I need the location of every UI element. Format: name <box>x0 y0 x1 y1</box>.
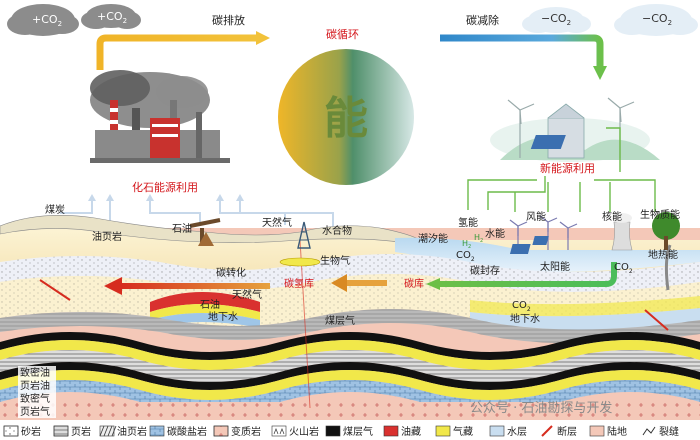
label-coal: 煤炭 <box>45 203 65 216</box>
label-hydrocarbon-storage: 碳氢库 <box>284 277 314 290</box>
legend-label: 裂缝 <box>659 425 679 438</box>
legend-label: 陆地 <box>607 425 627 438</box>
label-shale-oil: 页岩油 <box>20 379 50 392</box>
cloud-minus-co2-left: −CO2 <box>522 7 591 33</box>
legend-item-oil-reservoir: 油藏 <box>384 425 421 438</box>
label-biogas: 生物气 <box>320 254 350 267</box>
label-carbon-conversion: 碳转化 <box>216 266 246 279</box>
legend-label: 油藏 <box>401 425 421 438</box>
legend-item-fracture: 裂缝 <box>643 425 679 438</box>
legend-item-coalbed-methane: 煤层气 <box>326 425 373 438</box>
label-solar: 太阳能 <box>540 260 570 273</box>
label-groundwater-left: 地下水 <box>208 310 238 323</box>
water-layer-icon <box>490 426 504 436</box>
label-carbon-sequestration: 碳封存 <box>470 264 500 277</box>
legend-label: 气藏 <box>453 425 473 438</box>
svg-text:−CO2: −CO2 <box>642 12 672 27</box>
legend-item-sandstone: 砂岩 <box>4 425 41 438</box>
label-carbon-store: 碳库 <box>404 277 424 290</box>
legend-item-land: 陆地 <box>590 425 627 438</box>
legend: 砂岩 页岩 油页岩 碳酸盐岩 变质岩 火山岩 煤层气 油藏 气藏 水层 断层 陆地 裂缝 <box>4 425 679 438</box>
legend-item-water-layer: 水层 <box>490 426 527 438</box>
fossil-energy-utilization-label: 化石能源利用 <box>132 180 198 194</box>
fracture-icon <box>643 427 655 435</box>
label-wind: 风能 <box>526 210 546 223</box>
label-shale-gas: 页岩气 <box>20 405 50 418</box>
land-icon <box>590 426 604 436</box>
label-coalbed-methane: 煤层气 <box>325 314 355 327</box>
legend-item-gas-reservoir: 气藏 <box>436 425 473 438</box>
svg-text:−CO2: −CO2 <box>541 12 571 27</box>
legend-label: 碳酸盐岩 <box>167 425 207 438</box>
carbon-removal-label: 碳减除 <box>466 13 499 27</box>
label-natural-gas: 天然气 <box>262 216 292 229</box>
label-natgas-deep: 天然气 <box>232 288 262 301</box>
legend-label: 油页岩 <box>117 425 147 438</box>
coalbed-methane-icon <box>326 426 340 436</box>
legend-label: 变质岩 <box>231 425 261 438</box>
label-tidal: 潮汐能 <box>418 232 448 245</box>
cloud-plus-co2-left: +CO2 <box>7 4 79 36</box>
svg-text:+CO2: +CO2 <box>32 13 62 28</box>
biogas-lens <box>280 258 320 266</box>
volcanic-icon <box>272 426 286 436</box>
legend-item-oil-shale: 油页岩 <box>100 425 147 438</box>
renewable-energy-illustration <box>490 98 660 162</box>
label-biomass: 生物质能 <box>640 208 680 221</box>
gas-reservoir-icon <box>436 426 450 436</box>
label-tight-oil: 致密油 <box>20 366 50 379</box>
legend-label: 断层 <box>557 425 577 438</box>
oil-reservoir-icon <box>384 426 398 436</box>
oil-shale-icon <box>100 426 116 436</box>
shale-icon <box>54 426 68 436</box>
legend-label: 砂岩 <box>21 425 41 438</box>
power-plant-illustration <box>90 70 230 163</box>
svg-text:+CO2: +CO2 <box>97 10 127 25</box>
legend-item-carbonate: 碳酸盐岩 <box>150 425 207 438</box>
label-hydrate: 水合物 <box>322 224 352 237</box>
label-groundwater-right: 地下水 <box>510 312 540 325</box>
watermark: 公众号 · 石油勘探与开发 <box>470 400 612 416</box>
carbon-removal-arrow <box>440 38 607 80</box>
label-geothermal: 地热能 <box>648 248 678 261</box>
carbon-emission-label: 碳排放 <box>212 13 245 27</box>
carbonate-icon <box>150 426 164 436</box>
energy-circle: 能 <box>278 49 414 185</box>
carbon-emission-arrow <box>100 31 270 70</box>
cloud-minus-co2-right: −CO2 <box>614 4 698 36</box>
fault-icon <box>542 426 552 436</box>
legend-item-metamorphic: 变质岩 <box>214 425 261 438</box>
legend-label: 煤层气 <box>343 425 373 438</box>
legend-item-volcanic: 火山岩 <box>272 425 319 438</box>
metamorphic-icon <box>214 426 228 436</box>
label-oil-deep: 石油 <box>200 298 220 311</box>
cloud-plus-co2-right: +CO2 <box>81 4 141 29</box>
label-water-energy: 水能 <box>485 227 505 240</box>
legend-item-fault: 断层 <box>542 425 577 438</box>
sandstone-icon <box>4 426 18 436</box>
label-hydrogen: 氢能 <box>458 216 478 229</box>
label-oil: 石油 <box>172 222 192 235</box>
label-nuclear: 核能 <box>602 210 622 223</box>
new-energy-utilization-label: 新能源利用 <box>540 161 595 175</box>
legend-label: 页岩 <box>71 425 91 438</box>
energy-character: 能 <box>324 93 368 144</box>
legend-label: 火山岩 <box>289 425 319 438</box>
label-tight-gas: 致密气 <box>20 392 50 405</box>
legend-item-shale: 页岩 <box>54 425 91 438</box>
legend-label: 水层 <box>507 426 527 438</box>
label-oil-shale: 油页岩 <box>92 230 122 243</box>
carbon-cycle-label: 碳循环 <box>326 27 359 41</box>
